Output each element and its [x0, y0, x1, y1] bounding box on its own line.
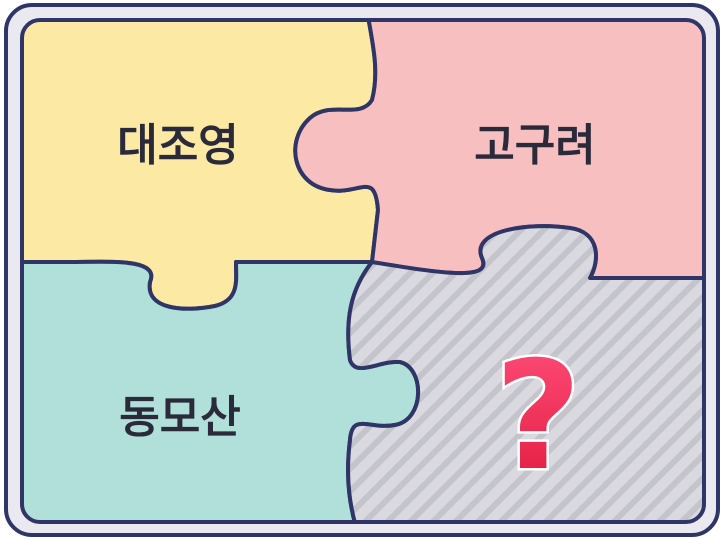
piece-label-top-right: 고구려: [474, 120, 595, 171]
piece-label-top-left: 대조영: [117, 120, 238, 171]
question-mark-icon: ?: [494, 330, 581, 504]
piece-label-bottom-left: 동모산: [119, 392, 240, 443]
board-inner-border: [20, 18, 706, 524]
puzzle-piece-bottom-right: [346, 224, 704, 522]
